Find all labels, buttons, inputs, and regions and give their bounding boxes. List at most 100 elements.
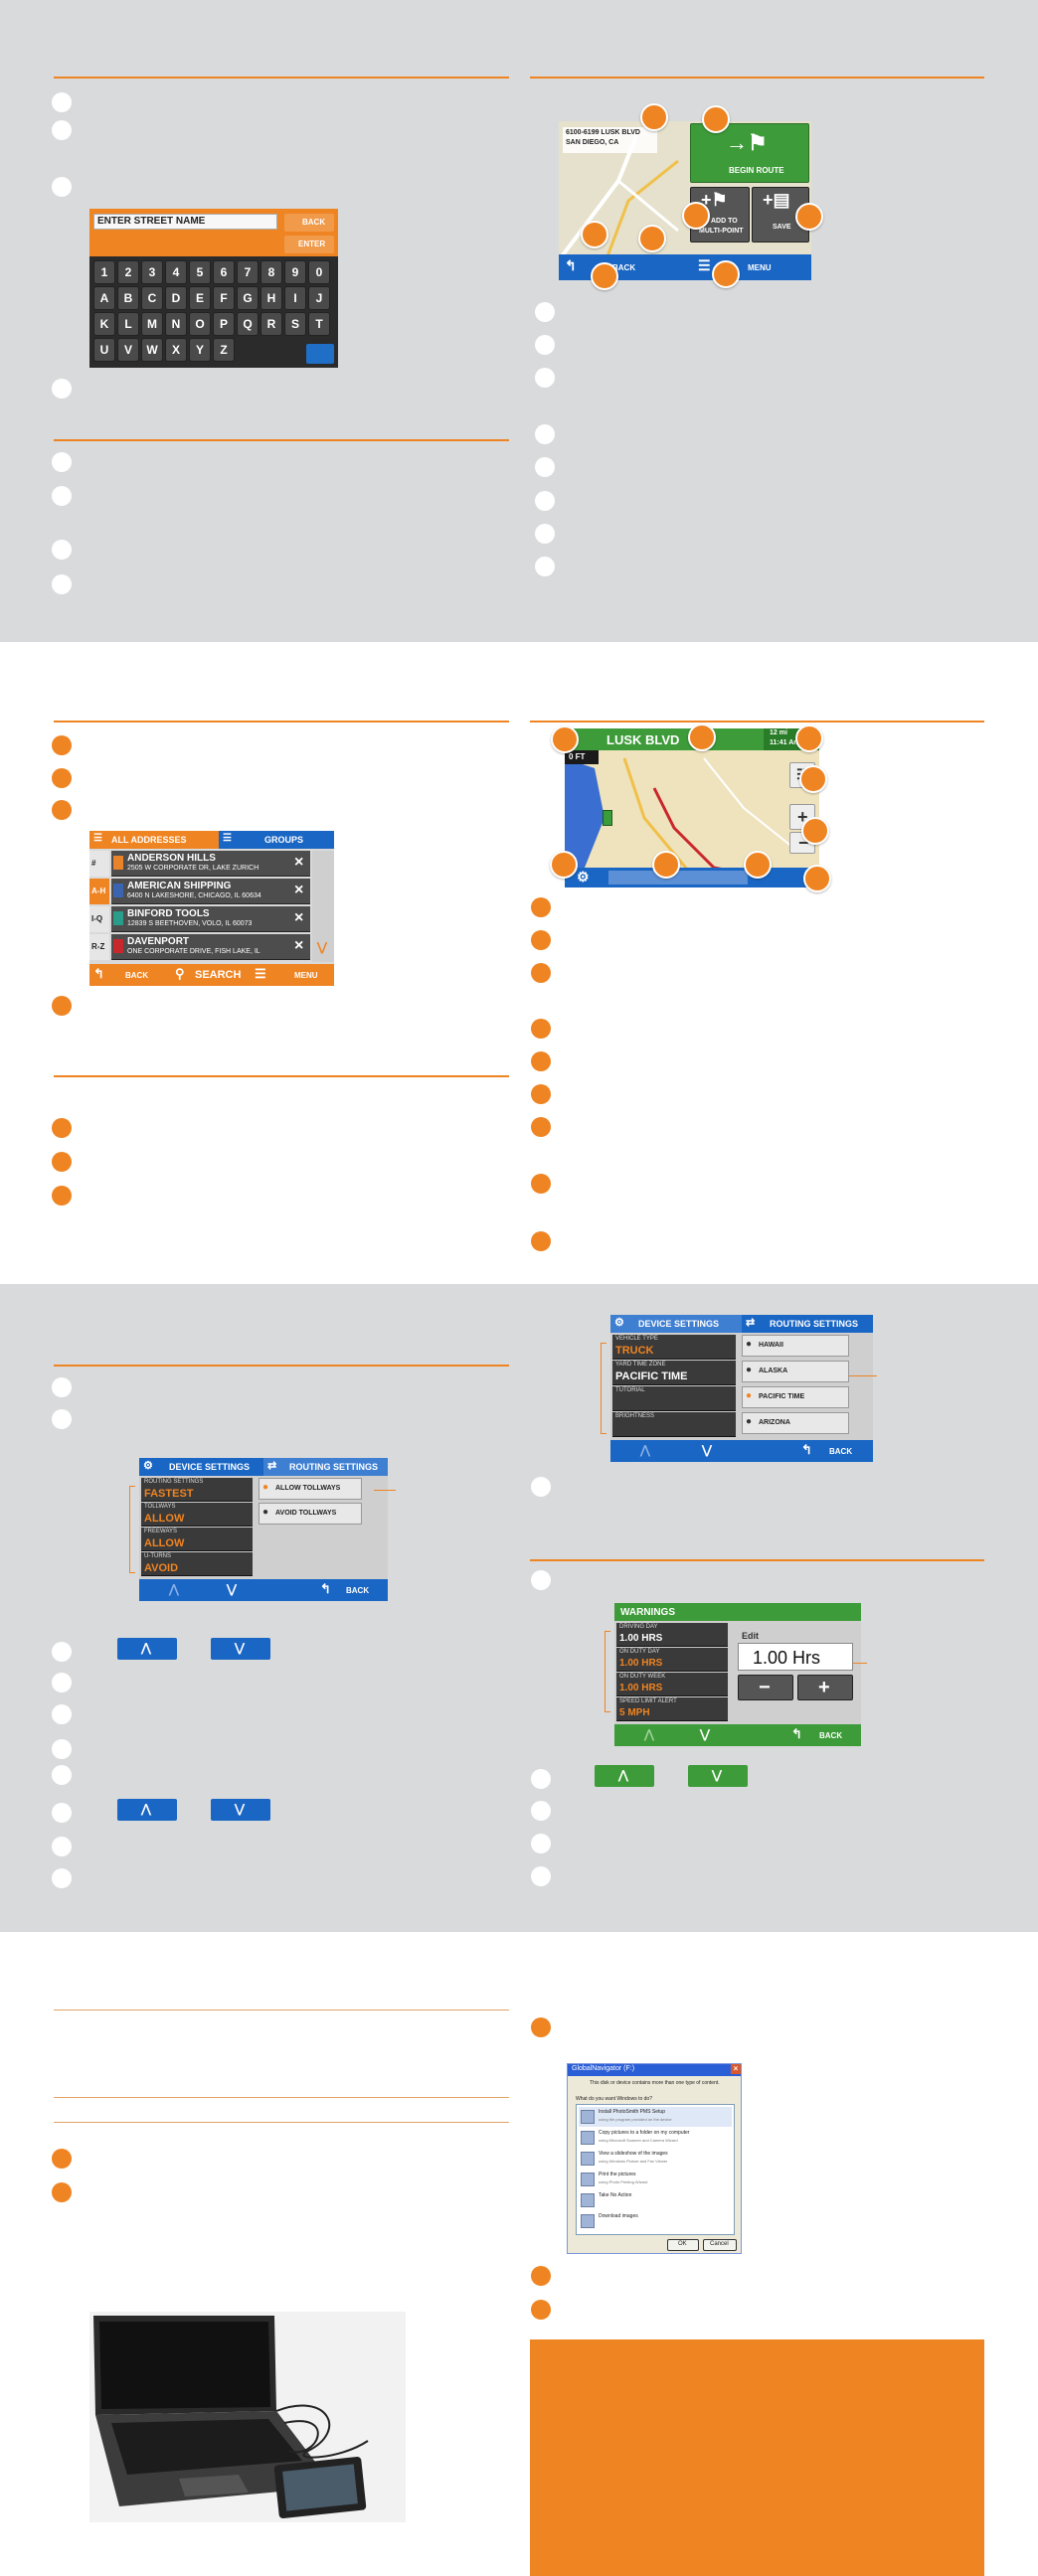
key-2[interactable]: 2 — [117, 260, 139, 284]
scroll-down-icon[interactable]: ⋁ — [227, 1582, 237, 1596]
key-x[interactable]: X — [165, 338, 187, 362]
increment-button[interactable]: + — [797, 1675, 853, 1700]
key-6[interactable]: 6 — [213, 260, 235, 284]
key-4[interactable]: 4 — [165, 260, 187, 284]
option-row[interactable]: ●HAWAII — [742, 1335, 849, 1357]
abc-button[interactable] — [306, 344, 334, 364]
back-button[interactable]: ↰ BACK — [559, 254, 678, 280]
scroll-down-icon[interactable]: ⋁ — [700, 1727, 710, 1741]
option-row[interactable]: ●ALLOW TOLLWAYS — [259, 1478, 362, 1500]
decrement-button[interactable]: − — [738, 1675, 793, 1700]
tab-routing-settings[interactable]: ⇄ ROUTING SETTINGS — [742, 1315, 873, 1333]
scroll-up-button[interactable]: ⋀ — [595, 1765, 654, 1787]
autoplay-option[interactable]: Take No Action — [579, 2190, 732, 2210]
setting-row[interactable]: BRIGHTNESS — [612, 1412, 736, 1437]
key-5[interactable]: 5 — [189, 260, 211, 284]
key-k[interactable]: K — [93, 312, 115, 336]
index-tab[interactable]: # — [89, 851, 109, 877]
back-button[interactable]: BACK — [284, 214, 334, 232]
index-tab[interactable]: R-Z — [89, 934, 109, 960]
scroll-down-button[interactable]: ⋁ — [211, 1638, 270, 1660]
key-i[interactable]: I — [284, 286, 306, 310]
back-button[interactable]: ↰ BACK — [89, 964, 169, 986]
key-j[interactable]: J — [308, 286, 330, 310]
key-h[interactable]: H — [260, 286, 282, 310]
scroll-up-icon[interactable]: ⋀ — [169, 1582, 179, 1596]
scroll-up-icon[interactable]: ⋀ — [644, 1727, 654, 1741]
delete-icon[interactable]: × — [294, 882, 304, 898]
key-n[interactable]: N — [165, 312, 187, 336]
scroll-down-icon[interactable]: ⋁ — [702, 1443, 712, 1457]
menu-button[interactable]: ☰ MENU — [688, 254, 811, 280]
scrollbar[interactable]: ⋁ — [312, 851, 334, 962]
back-button[interactable]: ↰ BACK — [789, 1724, 861, 1746]
key-0[interactable]: 0 — [308, 260, 330, 284]
ok-button[interactable]: OK — [667, 2239, 699, 2251]
key-s[interactable]: S — [284, 312, 306, 336]
key-b[interactable]: B — [117, 286, 139, 310]
key-t[interactable]: T — [308, 312, 330, 336]
delete-icon[interactable]: × — [294, 909, 304, 926]
current-location-field[interactable] — [608, 871, 748, 885]
settings-button[interactable]: ⚙ — [565, 868, 605, 887]
scroll-down-button[interactable]: ⋁ — [688, 1765, 748, 1787]
key-1[interactable]: 1 — [93, 260, 115, 284]
begin-route-button[interactable]: →⚑ BEGIN ROUTE — [690, 123, 809, 183]
key-u[interactable]: U — [93, 338, 115, 362]
autoplay-option[interactable]: Download images — [579, 2211, 732, 2231]
back-button[interactable]: ↰ BACK — [799, 1440, 873, 1462]
index-tab[interactable]: I-Q — [89, 906, 109, 932]
option-row[interactable]: ●ALASKA — [742, 1361, 849, 1382]
edit-value-field[interactable]: 1.00 Hrs — [738, 1643, 853, 1671]
cancel-button[interactable]: Cancel — [703, 2239, 737, 2251]
tab-all-addresses[interactable]: ☰ ALL ADDRESSES — [89, 831, 219, 849]
enter-button[interactable]: ENTER — [284, 236, 334, 253]
key-9[interactable]: 9 — [284, 260, 306, 284]
key-8[interactable]: 8 — [260, 260, 282, 284]
close-icon[interactable]: × — [731, 2064, 741, 2074]
scroll-down-button[interactable]: ⋁ — [211, 1799, 270, 1821]
key-d[interactable]: D — [165, 286, 187, 310]
key-q[interactable]: Q — [237, 312, 259, 336]
option-row[interactable]: ●AVOID TOLLWAYS — [259, 1503, 362, 1525]
key-g[interactable]: G — [237, 286, 259, 310]
key-f[interactable]: F — [213, 286, 235, 310]
key-w[interactable]: W — [141, 338, 163, 362]
autoplay-option[interactable]: Copy pictures to a folder on my computer… — [579, 2128, 732, 2148]
tab-device-settings[interactable]: ⚙ DEVICE SETTINGS — [139, 1458, 263, 1476]
search-button[interactable]: ⚲ SEARCH — [169, 964, 249, 986]
key-r[interactable]: R — [260, 312, 282, 336]
key-p[interactable]: P — [213, 312, 235, 336]
delete-icon[interactable]: × — [294, 937, 304, 954]
key-c[interactable]: C — [141, 286, 163, 310]
key-e[interactable]: E — [189, 286, 211, 310]
key-m[interactable]: M — [141, 312, 163, 336]
key-7[interactable]: 7 — [237, 260, 259, 284]
key-z[interactable]: Z — [213, 338, 235, 362]
key-3[interactable]: 3 — [141, 260, 163, 284]
option-row[interactable]: ●PACIFIC TIME — [742, 1386, 849, 1408]
key-v[interactable]: V — [117, 338, 139, 362]
menu-button[interactable]: ☰ MENU — [249, 964, 334, 986]
key-y[interactable]: Y — [189, 338, 211, 362]
scroll-up-button[interactable]: ⋀ — [117, 1799, 177, 1821]
key-a[interactable]: A — [93, 286, 115, 310]
tab-routing-settings[interactable]: ⇄ ROUTING SETTINGS — [263, 1458, 388, 1476]
street-name-input[interactable]: ENTER STREET NAME — [93, 214, 277, 230]
index-tab[interactable]: A-H — [89, 879, 109, 904]
